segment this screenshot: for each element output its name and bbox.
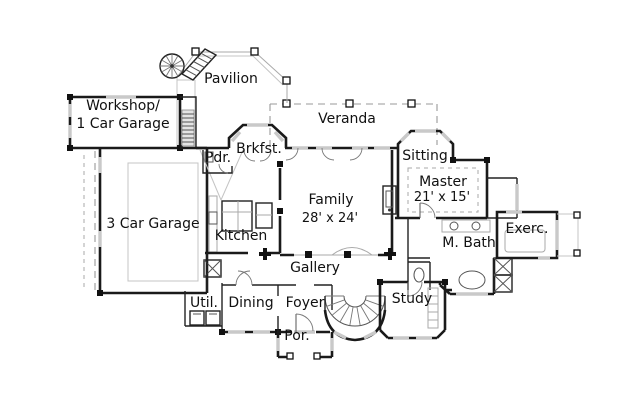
room-label-study: Study xyxy=(392,291,432,307)
powder-room xyxy=(202,150,233,174)
study-room xyxy=(377,279,448,340)
gallery-column xyxy=(384,248,396,260)
room-label-gallery: Gallery xyxy=(290,260,340,276)
room-label-workshop-line1: Workshop/ xyxy=(86,98,160,114)
spiral-stair-icon xyxy=(159,53,185,79)
pavilion-stair-icon xyxy=(180,48,218,81)
room-label-kitchen: Kitchen xyxy=(215,228,268,244)
roof-overhang-lines xyxy=(83,103,438,291)
room-label-por: Por. xyxy=(284,328,309,344)
room-labels: Workshop/ 1 Car Garage Pavilion Veranda … xyxy=(76,71,548,344)
room-label-veranda: Veranda xyxy=(318,111,376,127)
master-bath xyxy=(407,218,496,296)
room-label-dining: Dining xyxy=(228,295,273,311)
front-porch xyxy=(276,332,334,360)
room-label-garage3: 3 Car Garage xyxy=(106,216,199,232)
fireplace xyxy=(382,150,397,255)
house-top-wall xyxy=(196,146,398,161)
breakfast-bay xyxy=(227,123,288,162)
kitchen-room xyxy=(205,161,283,255)
side-stair-block xyxy=(493,257,513,293)
room-dims-master: 21' x 15' xyxy=(414,190,470,205)
room-label-sitting: Sitting xyxy=(402,148,447,164)
room-label-master: Master xyxy=(419,174,467,190)
room-label-family: Family xyxy=(308,192,353,208)
room-label-util: Util. xyxy=(190,295,218,311)
room-label-pdr: Pdr. xyxy=(205,150,231,166)
room-label-brkfst: Brkfst. xyxy=(236,141,282,157)
room-label-pavilion: Pavilion xyxy=(204,71,258,87)
back-hall xyxy=(203,253,222,291)
pavilion-deck xyxy=(176,47,291,147)
curved-stair-icon xyxy=(323,295,387,342)
room-label-exerc: Exerc. xyxy=(506,221,549,237)
room-label-foyer: Foyer xyxy=(286,295,325,311)
exercise-room xyxy=(495,210,581,260)
sitting-bay xyxy=(396,129,455,162)
back-stair-icon xyxy=(180,96,197,148)
utility-room xyxy=(184,283,223,332)
room-label-workshop-line2: 1 Car Garage xyxy=(76,116,169,132)
foyer-room xyxy=(277,284,333,334)
family-colonnade xyxy=(259,247,392,260)
room-label-mbath: M. Bath xyxy=(442,235,496,251)
room-dims-family: 28' x 24' xyxy=(302,211,358,226)
